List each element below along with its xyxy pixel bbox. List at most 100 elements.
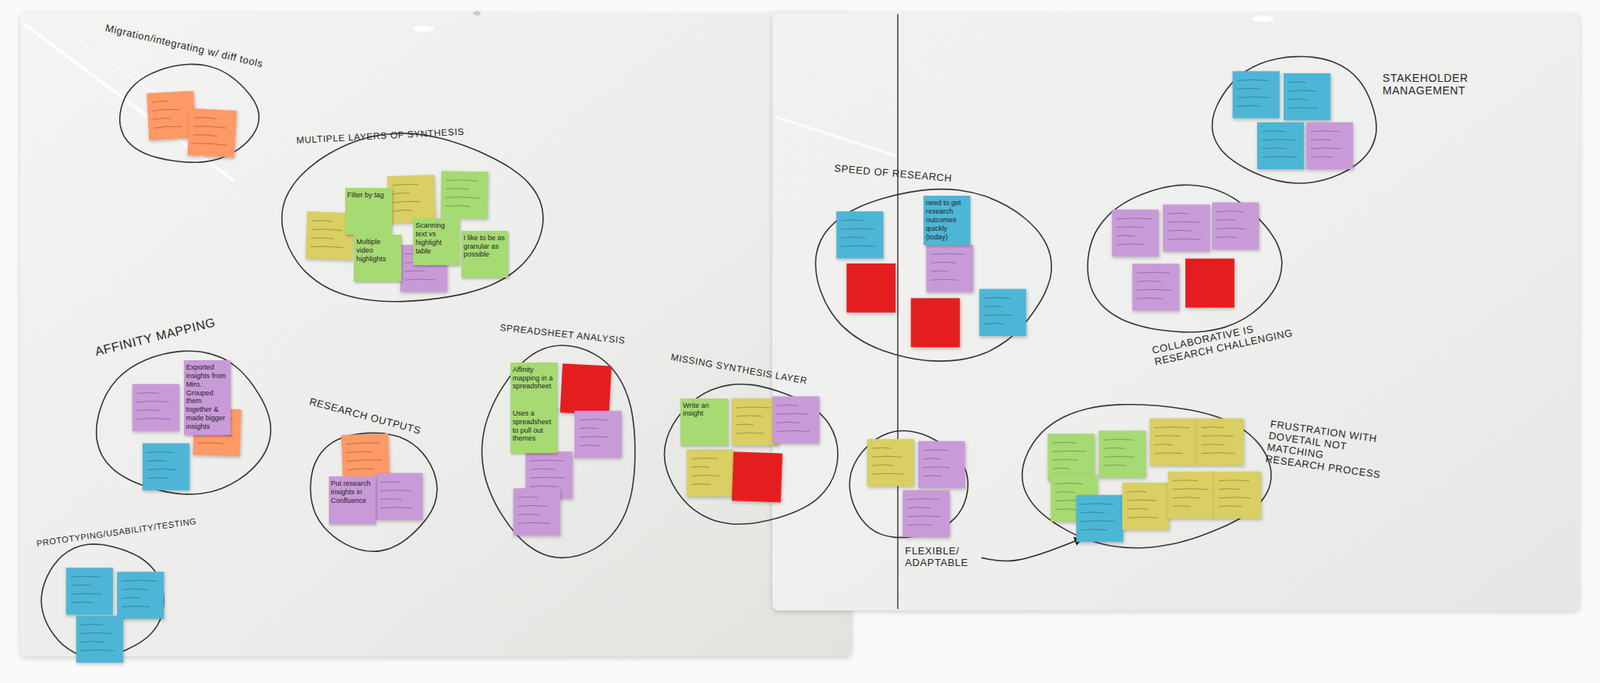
sticky-note-illegible bbox=[837, 211, 884, 258]
sticky-notes-illegible bbox=[1020, 402, 1269, 546]
sticky-note-illegible bbox=[1232, 71, 1280, 119]
hand-drawn-ellipse bbox=[310, 432, 437, 551]
handwriting-scribble bbox=[984, 297, 1011, 299]
sticky-note-illegible bbox=[847, 263, 897, 313]
handwriting-scribble bbox=[445, 188, 470, 191]
handwriting-scribble bbox=[931, 279, 959, 280]
magnet bbox=[473, 10, 481, 16]
handwriting-scribble bbox=[1116, 243, 1145, 244]
sticky-note-illegible bbox=[1257, 122, 1304, 170]
handwriting-scribble bbox=[518, 513, 541, 515]
handwriting-scribble bbox=[1218, 480, 1250, 481]
hand-drawn-ellipse bbox=[815, 189, 1053, 361]
note-paper bbox=[918, 441, 965, 488]
cluster-group: FRUSTRATION WITH DOVETAIL NOT MATCHING R… bbox=[1020, 402, 1269, 546]
handwriting-scribble bbox=[1103, 439, 1134, 441]
cluster-heading: Migration/integrating w/ diff tools bbox=[104, 22, 305, 80]
handwriting-scribble bbox=[529, 485, 557, 487]
sticky-note-illegible bbox=[903, 489, 951, 537]
handwriting-scribble bbox=[931, 261, 958, 263]
handwriting-scribble bbox=[192, 142, 227, 145]
handwriting-scribble bbox=[777, 430, 810, 431]
handwriting-scribble bbox=[1216, 236, 1237, 238]
note-paper bbox=[847, 263, 897, 313]
handwriting-scribble bbox=[841, 219, 866, 221]
handwriting-scribble bbox=[931, 270, 949, 272]
handwriting-scribble bbox=[122, 588, 149, 590]
handwriting-scribble bbox=[841, 245, 877, 247]
cluster-group: AFFINITY MAPPINGExported insights from M… bbox=[96, 352, 271, 495]
sticky-note-illegible bbox=[440, 170, 488, 219]
handwriting-scribble bbox=[392, 201, 421, 203]
note-paper bbox=[440, 170, 488, 219]
handwriting-scribble bbox=[1237, 97, 1271, 99]
handwriting-scribble bbox=[691, 457, 718, 459]
glare bbox=[776, 116, 897, 156]
sticky-note-illegible bbox=[76, 615, 124, 663]
note-text: I like to be as granular as possible bbox=[463, 233, 506, 259]
handwriting-scribble bbox=[1310, 139, 1332, 141]
hand-drawn-ellipse bbox=[849, 430, 968, 537]
note-paper bbox=[1048, 433, 1095, 481]
sticky-notes-illegible bbox=[848, 431, 968, 538]
cluster-group: SPEED OF RESEARCHneed to get research ou… bbox=[815, 187, 1051, 360]
note-paper bbox=[132, 383, 180, 431]
note-paper bbox=[731, 451, 783, 502]
sticky-note-illegible bbox=[187, 108, 237, 158]
sticky-note-illegible bbox=[513, 487, 561, 535]
handwriting-scribble bbox=[579, 418, 608, 420]
sticky-note-illegible bbox=[142, 442, 190, 490]
note-paper bbox=[1185, 257, 1235, 308]
cluster-heading: SPREADSHEET ANALYSIS bbox=[498, 322, 633, 347]
handwriting-scribble bbox=[1218, 505, 1243, 507]
handwriting-scribble bbox=[1218, 488, 1241, 490]
note-paper bbox=[731, 398, 779, 446]
handwriting-scribble bbox=[194, 125, 227, 128]
sticky-note-illegible bbox=[1168, 471, 1216, 519]
sticky-note-illegible bbox=[686, 448, 734, 496]
handwriting-scribble bbox=[1237, 88, 1261, 90]
handwriting-scribble bbox=[392, 192, 410, 195]
note-paper bbox=[1211, 201, 1259, 249]
note-paper bbox=[1232, 71, 1280, 119]
handwriting-scribble bbox=[518, 522, 551, 523]
note-paper bbox=[513, 487, 561, 535]
light-reflection bbox=[412, 25, 435, 32]
cluster-group: PROTOTYPING/USABILITY/TESTING bbox=[40, 543, 163, 657]
cluster-heading: MULTIPLE LAYERS OF SYNTHESIS bbox=[296, 125, 491, 147]
sticky-note-illegible bbox=[146, 90, 196, 140]
handwriting-scribble bbox=[872, 464, 894, 466]
handwriting-scribble bbox=[1056, 508, 1077, 510]
handwriting-scribble bbox=[579, 427, 599, 428]
handwriting-scribble bbox=[777, 413, 809, 414]
handwriting-scribble bbox=[404, 270, 425, 272]
sticky-note-illegible bbox=[918, 441, 965, 488]
handwriting-scribble bbox=[122, 605, 151, 607]
handwriting-scribble bbox=[1201, 452, 1236, 454]
note-paper bbox=[926, 244, 974, 292]
handwriting-scribble bbox=[1116, 226, 1144, 227]
cluster-group: STAKEHOLDER MANAGEMENT bbox=[1214, 56, 1378, 184]
cluster-heading: FLEXIBLE/ ADAPTABLE bbox=[904, 545, 977, 569]
left-whiteboard bbox=[20, 12, 852, 657]
sticky-note-illegible bbox=[926, 244, 974, 292]
handwriting-scribble bbox=[1137, 280, 1162, 282]
cluster-group: COLLABORATIVE IS RESEARCH CHALLENGING bbox=[1086, 187, 1281, 335]
cluster-heading: FRUSTRATION WITH DOVETAIL NOT MATCHING R… bbox=[1264, 418, 1388, 481]
hand-drawn-ellipse bbox=[281, 133, 543, 302]
sticky-note-illegible bbox=[1150, 418, 1198, 466]
handwriting-scribble bbox=[1137, 289, 1172, 290]
handwriting-scribble bbox=[380, 480, 401, 482]
handwriting-scribble bbox=[1103, 448, 1125, 449]
handwriting-scribble bbox=[153, 125, 183, 128]
note-paper bbox=[1112, 208, 1159, 256]
note-paper bbox=[1122, 482, 1170, 530]
handwriting-scribble bbox=[70, 584, 92, 586]
hand-drawn-ellipse bbox=[1212, 56, 1378, 184]
handwriting-scribble bbox=[841, 228, 876, 230]
handwriting-scribble bbox=[1154, 435, 1182, 437]
handwriting-scribble bbox=[380, 489, 411, 491]
handwriting-scribble bbox=[579, 444, 601, 446]
handwriting-scribble bbox=[122, 596, 141, 598]
note-paper bbox=[1150, 418, 1198, 466]
